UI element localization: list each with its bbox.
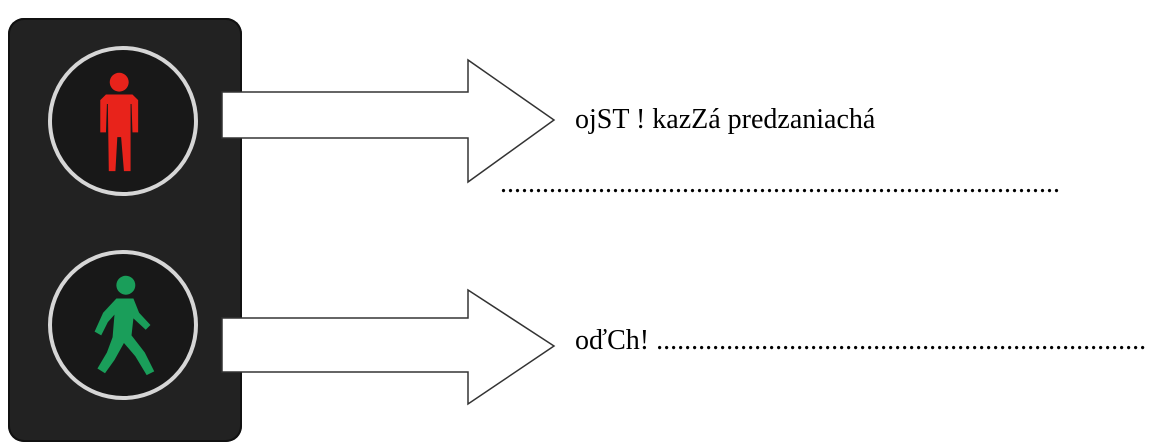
standing-man-icon — [100, 72, 139, 172]
red-light-answer-line: ........................................… — [500, 168, 1060, 199]
arrow-to-green-text — [221, 288, 556, 406]
red-light-instruction: ojST ! kazZá predzaniachá — [575, 104, 876, 135]
arrow-to-red-text — [221, 58, 556, 184]
green-light-lamp — [48, 250, 198, 400]
green-light-instruction: oďCh! ..................................… — [575, 325, 1147, 356]
walking-man-icon — [94, 275, 155, 376]
red-light-lamp — [48, 46, 198, 196]
pedestrian-traffic-light — [8, 18, 242, 442]
